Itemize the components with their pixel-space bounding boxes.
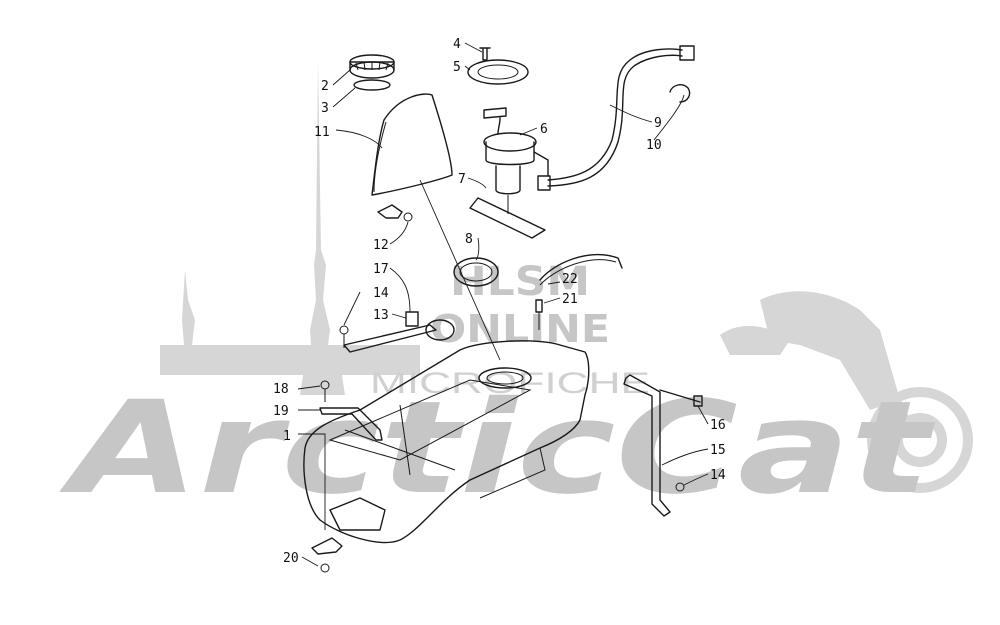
callout-21: 21 xyxy=(562,292,578,307)
watermark-brand: ArcticCat xyxy=(58,374,936,523)
callout-5: 5 xyxy=(453,60,461,75)
fuel-hose-icon xyxy=(537,45,695,191)
callout-9: 9 xyxy=(654,116,662,131)
callout-17: 17 xyxy=(373,262,389,277)
leader-lines xyxy=(297,42,709,567)
vent-screw-icon xyxy=(535,299,543,313)
callout-3: 3 xyxy=(321,101,329,116)
fuel-pump-icon xyxy=(469,107,549,239)
pump-screw-icon xyxy=(479,47,491,61)
shield-clip-icon xyxy=(377,204,403,219)
callout-18: 18 xyxy=(273,382,289,397)
hose-clamp-icon xyxy=(669,84,691,103)
callout-8: 8 xyxy=(465,232,473,247)
callout-6: 6 xyxy=(540,122,548,137)
watermark-spire-icon xyxy=(300,60,345,395)
callout-1: 1 xyxy=(283,429,291,444)
watermark-line2: ONLINE xyxy=(430,307,610,351)
callout-12: 12 xyxy=(373,238,389,253)
parts xyxy=(303,45,703,573)
callout-10: 10 xyxy=(646,138,662,153)
callout-13: 13 xyxy=(373,308,389,323)
watermark-building-icon xyxy=(160,345,420,375)
callout-4: 4 xyxy=(453,37,461,52)
callout-14b: 14 xyxy=(710,468,726,483)
callout-2: 2 xyxy=(321,79,329,94)
callout-20: 20 xyxy=(283,551,299,566)
callout-22: 22 xyxy=(562,272,578,287)
pump-gasket-icon xyxy=(467,59,529,85)
cap-gasket-icon xyxy=(353,79,391,91)
callout-7: 7 xyxy=(458,172,466,187)
front-strap-icon xyxy=(339,311,455,353)
callout-14a: 14 xyxy=(373,286,389,301)
callout-16: 16 xyxy=(710,418,726,433)
watermark-motorcycle-icon xyxy=(720,291,973,493)
watermark: ArcticCat HLSM ONLINE MICROFICHE xyxy=(58,60,973,523)
callouts: 1 2 3 4 5 6 7 8 9 10 11 12 13 14 14 15 1… xyxy=(273,37,726,566)
lock-ring-icon xyxy=(453,257,499,287)
heat-shield-icon xyxy=(371,93,453,196)
callout-11: 11 xyxy=(314,125,330,140)
callout-19: 19 xyxy=(273,404,289,419)
fuel-tank-icon xyxy=(303,340,590,544)
vent-hose-icon xyxy=(539,254,623,281)
bottom-fastener-icon xyxy=(311,537,343,573)
callout-15: 15 xyxy=(710,443,726,458)
rear-strap-icon xyxy=(319,380,383,441)
fuel-cap-icon xyxy=(349,54,395,79)
